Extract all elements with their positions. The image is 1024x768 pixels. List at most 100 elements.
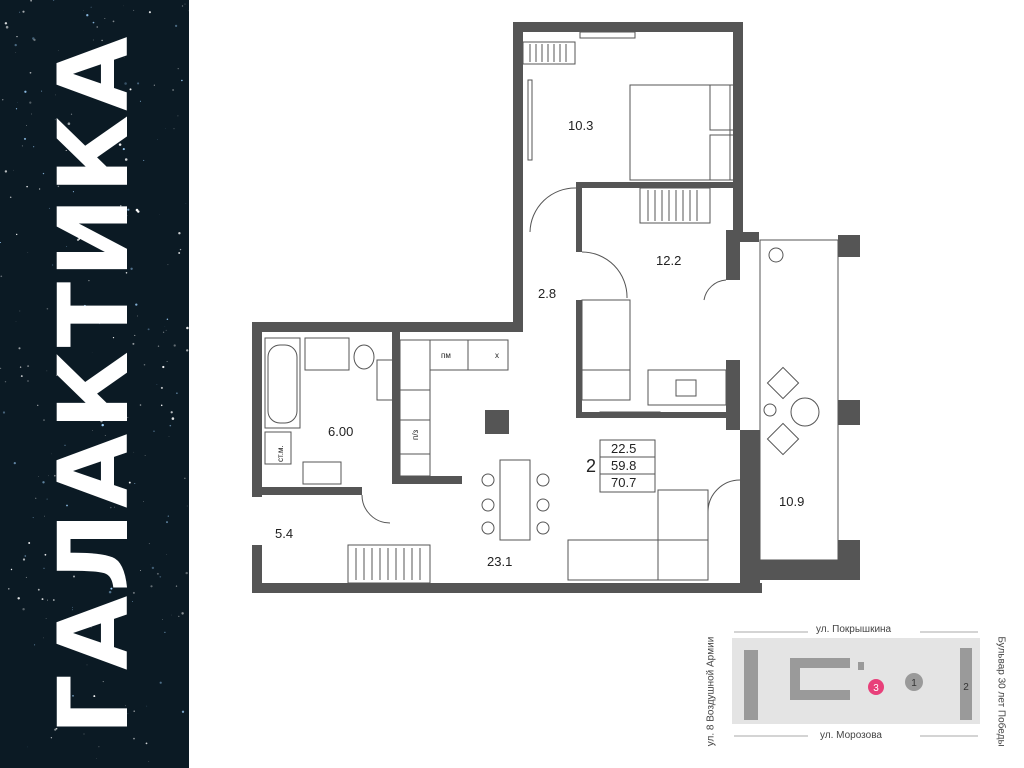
star	[64, 301, 66, 304]
star	[112, 336, 115, 339]
room-count: 2	[586, 456, 596, 476]
star	[83, 304, 86, 308]
star	[144, 455, 146, 456]
star	[0, 241, 1, 244]
star	[175, 585, 178, 587]
star	[186, 505, 188, 507]
building-2-label: 2	[963, 682, 969, 693]
star	[124, 158, 128, 161]
star	[171, 614, 172, 616]
star	[19, 11, 21, 13]
star	[35, 497, 37, 499]
star	[72, 694, 74, 697]
star	[16, 35, 18, 38]
star	[83, 733, 85, 735]
star	[165, 329, 167, 331]
star	[124, 82, 127, 85]
star	[5, 25, 9, 29]
star	[126, 215, 128, 217]
street-right: Бульвар 30 лет Победы	[995, 636, 1007, 747]
star	[44, 553, 47, 556]
star	[4, 170, 8, 173]
star	[52, 599, 55, 601]
star	[174, 24, 178, 28]
boiler-label: п/з	[411, 429, 420, 440]
star	[34, 644, 36, 646]
star	[47, 599, 48, 601]
star	[145, 742, 148, 745]
floor-plan: 10.3 12.2 2.8 6.00 5.4 23.1 10.9 пм х ст…	[252, 22, 860, 593]
star	[57, 50, 59, 51]
star	[125, 272, 128, 274]
star	[120, 205, 122, 207]
star	[150, 585, 153, 588]
star	[99, 323, 101, 325]
star	[94, 485, 96, 487]
star	[58, 472, 59, 473]
star	[62, 713, 64, 715]
star	[153, 84, 155, 86]
star	[18, 347, 21, 350]
star	[84, 566, 86, 568]
star	[184, 3, 186, 5]
star	[56, 374, 58, 376]
star	[81, 56, 85, 60]
star	[171, 417, 175, 420]
star	[55, 94, 56, 96]
star	[63, 79, 66, 82]
star	[54, 119, 56, 121]
star	[92, 39, 94, 41]
star	[38, 188, 41, 190]
building-3-label: 3	[873, 683, 879, 694]
star	[136, 315, 138, 317]
star	[0, 367, 2, 369]
star	[166, 318, 169, 320]
star	[133, 9, 135, 11]
star	[42, 172, 45, 175]
star	[88, 410, 91, 413]
star	[164, 631, 166, 634]
star	[2, 411, 6, 414]
star	[78, 87, 81, 90]
star	[177, 68, 179, 70]
star	[137, 82, 140, 85]
star	[67, 122, 71, 125]
star	[43, 419, 45, 421]
star	[122, 148, 125, 151]
star	[29, 71, 32, 74]
star	[186, 349, 189, 352]
star	[185, 571, 188, 575]
star	[181, 5, 184, 7]
star	[177, 115, 179, 117]
star	[148, 543, 150, 545]
star	[72, 575, 76, 578]
star	[66, 246, 68, 247]
star	[133, 710, 135, 712]
star	[24, 555, 27, 557]
star	[169, 424, 172, 427]
star	[19, 366, 22, 368]
star	[10, 568, 13, 571]
star	[48, 475, 49, 477]
star	[79, 477, 81, 479]
star	[185, 203, 187, 204]
street-bottom: ул. Морозова	[820, 730, 882, 741]
star	[64, 444, 66, 446]
star	[98, 445, 100, 446]
star	[69, 534, 72, 536]
room-area-bathroom: 6.00	[328, 424, 353, 439]
star	[132, 342, 135, 345]
star	[178, 232, 181, 235]
room-area-bedroom: 10.3	[568, 118, 593, 133]
star	[46, 370, 48, 372]
star	[68, 471, 69, 473]
total-area: 59.8	[611, 458, 636, 473]
star	[129, 88, 132, 91]
star	[173, 344, 176, 347]
window-hatches	[355, 44, 698, 580]
living-area: 22.5	[611, 441, 636, 456]
star	[65, 149, 67, 152]
star	[173, 128, 175, 130]
star	[133, 451, 135, 453]
star	[186, 326, 189, 330]
